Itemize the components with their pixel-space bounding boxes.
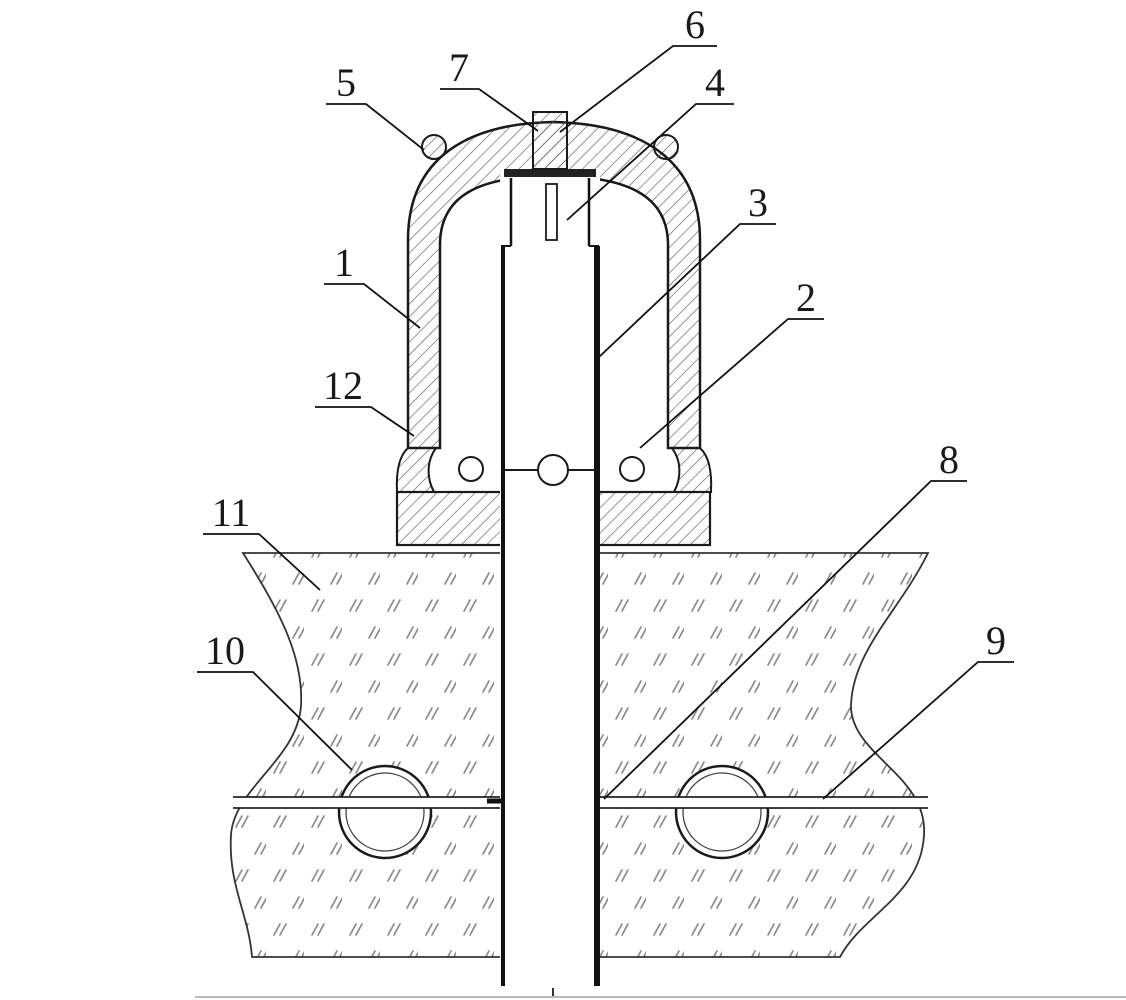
center-tube <box>500 169 600 996</box>
callout-4-label: 4 <box>705 60 725 105</box>
top-plug <box>532 111 568 170</box>
callout-2-leader <box>639 318 824 449</box>
housing-shoulder-left <box>421 134 447 160</box>
inner-slot <box>545 183 558 241</box>
left-buried-pipe <box>337 764 433 860</box>
callout-2-label: 2 <box>796 275 816 320</box>
callout-8-label: 8 <box>939 437 959 482</box>
callout-12-leader <box>315 406 415 437</box>
callout-4-leader <box>566 103 734 221</box>
callout-10-leader <box>197 671 353 771</box>
callout-12-label: 12 <box>323 363 363 408</box>
housing-skirt-left <box>395 447 438 493</box>
callout-9-label: 9 <box>986 618 1006 663</box>
bolt-hole-row <box>458 454 645 486</box>
callout-11-label: 11 <box>212 490 251 535</box>
bell-housing-cross-section <box>406 120 702 450</box>
callout-11-leader <box>203 533 321 591</box>
tube-top-cap <box>504 169 596 177</box>
callout-10-label: 10 <box>205 628 245 673</box>
bolt-hole-center <box>537 454 569 486</box>
callout-7-leader <box>440 88 539 132</box>
callout-5-label: 5 <box>336 60 356 105</box>
callout-3-label: 3 <box>748 180 768 225</box>
callout-1-leader <box>324 283 421 329</box>
callout-7-label: 7 <box>449 45 469 90</box>
right-buried-pipe <box>674 764 770 860</box>
bolt-hole-left <box>458 456 484 482</box>
callout-6-leader <box>559 45 717 133</box>
callout-5-leader <box>326 103 425 151</box>
housing-skirt-right <box>670 447 713 493</box>
callout-1-label: 1 <box>334 240 354 285</box>
bolt-hole-right <box>619 456 645 482</box>
callout-9-leader <box>822 661 1014 800</box>
callout-8-leader <box>603 480 967 800</box>
callout-6-label: 6 <box>685 2 705 47</box>
callout-3-leader <box>598 223 776 358</box>
